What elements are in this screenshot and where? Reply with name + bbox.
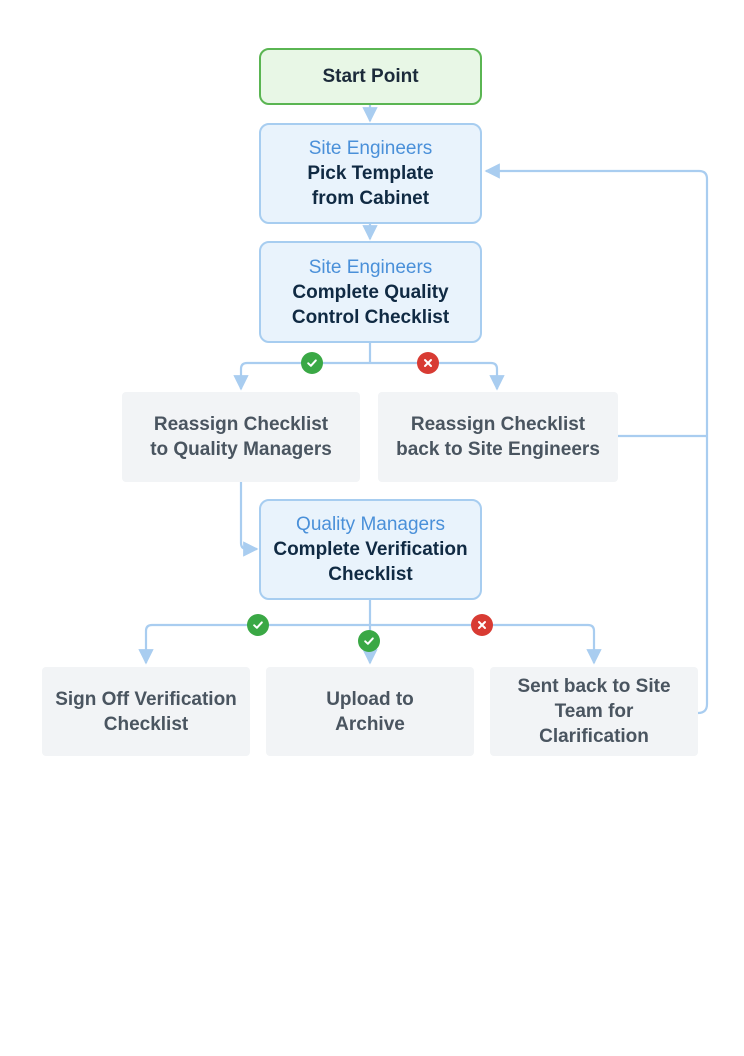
reassign-se-line-1: Reassign Checklist	[410, 414, 586, 435]
check-icon	[253, 621, 263, 629]
pick-template-role: Site Engineers	[308, 138, 433, 159]
sent-back-line-3: Clarification	[539, 726, 649, 747]
reassign-qm-line-2: to Quality Managers	[150, 439, 332, 460]
verification-task-line-2: Checklist	[328, 564, 413, 585]
reject-badge-qc	[417, 352, 439, 374]
cross-icon	[478, 621, 486, 629]
start-point-node: Start Point	[259, 48, 482, 105]
pick-template-task-line-2: from Cabinet	[311, 188, 430, 209]
qc-checklist-node: Site Engineers Complete Quality Control …	[259, 241, 482, 343]
sign-off-line-1: Sign Off Verification	[55, 688, 237, 710]
cross-icon	[424, 359, 432, 367]
sent-back-line-2: Team for	[554, 701, 634, 722]
approve-badge-signoff	[247, 614, 269, 636]
sent-back-line-1: Sent back to Site	[517, 676, 671, 697]
connector-verification-to-signoff	[138, 623, 370, 665]
upload-line-1: Upload to	[326, 688, 414, 710]
verification-checklist-node: Quality Managers Complete Verification C…	[259, 499, 482, 600]
connector-qc-to-reassign-se	[370, 361, 505, 391]
connector-sentback-to-pick	[484, 163, 709, 715]
sign-off-verification-node: Sign Off Verification Checklist	[42, 667, 250, 756]
qc-checklist-role: Site Engineers	[308, 256, 433, 278]
qc-checklist-task-line-2: Control Checklist	[291, 306, 450, 328]
reassign-to-quality-managers-node: Reassign Checklist to Quality Managers	[122, 392, 360, 482]
reassign-to-site-engineers-node: Reassign Checklist back to Site Engineer…	[378, 392, 618, 482]
qc-checklist-task-line-1: Complete Quality	[292, 281, 449, 303]
verification-task-line-1: Complete Verification	[273, 539, 468, 560]
verification-role: Quality Managers	[296, 514, 445, 535]
upload-line-2: Archive	[335, 713, 405, 735]
sent-back-to-site-team-node: Sent back to Site Team for Clarification	[490, 667, 698, 756]
pick-template-task-line-1: Pick Template	[307, 163, 434, 184]
reassign-qm-line-1: Reassign Checklist	[153, 414, 329, 435]
check-icon	[307, 359, 317, 367]
approve-badge-upload	[358, 630, 380, 652]
pick-template-node: Site Engineers Pick Template from Cabine…	[259, 123, 482, 224]
connector-qc-to-reassign-qm	[233, 361, 370, 391]
upload-to-archive-node: Upload to Archive	[266, 667, 474, 756]
connector-verification-to-sentback	[370, 623, 602, 665]
approve-badge-qc	[301, 352, 323, 374]
connector-reassign-qm-to-verification	[239, 482, 259, 557]
sign-off-line-2: Checklist	[103, 713, 189, 735]
start-point-label: Start Point	[322, 65, 419, 87]
reject-badge-sentback	[471, 614, 493, 636]
reassign-se-line-2: back to Site Engineers	[396, 439, 600, 460]
check-icon	[364, 637, 374, 645]
